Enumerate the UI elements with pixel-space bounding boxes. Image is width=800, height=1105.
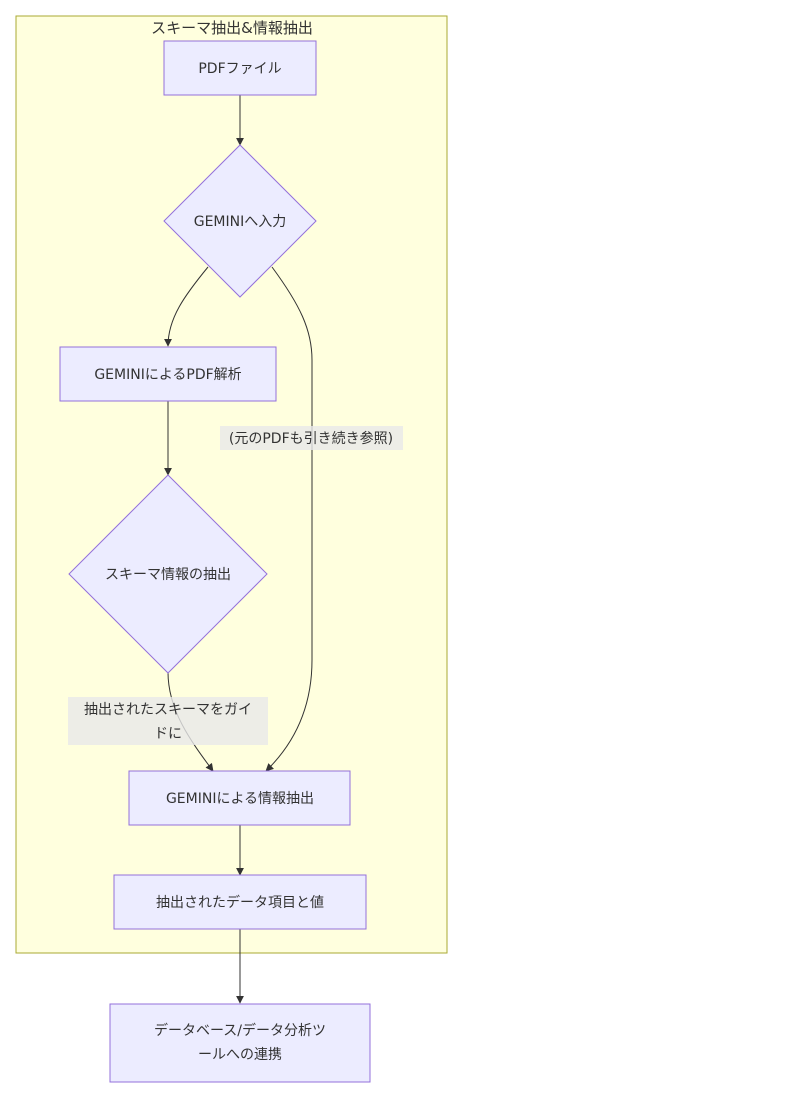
node-label: GEMINIによるPDF解析 — [94, 367, 241, 383]
node-label-line-1: データベース/データ分析ツ — [154, 1022, 326, 1039]
edge-label-text-line-1: 抽出されたスキーマをガイ — [84, 702, 252, 718]
node-label: スキーマ情報の抽出 — [105, 567, 231, 583]
edge-label-background — [68, 697, 268, 745]
node-pdf-file: PDFファイル — [163, 40, 317, 96]
node-gemini-info-extract: GEMINIによる情報抽出 — [128, 770, 351, 826]
decision-diamond — [163, 144, 317, 298]
node-box — [113, 874, 367, 930]
edges — [164, 95, 313, 1004]
decision-diamond — [68, 474, 268, 674]
cluster-title: スキーマ抽出&情報抽出 — [151, 19, 313, 37]
node-schema-extract: スキーマ情報の抽出 — [68, 474, 268, 674]
node-gemini-pdf-parse: GEMINIによるPDF解析 — [59, 346, 277, 402]
node-box — [109, 1003, 371, 1083]
node-db-integration: データベース/データ分析ツ ールへの連携 — [109, 1003, 371, 1083]
node-label: 抽出されたデータ項目と値 — [156, 894, 324, 911]
edge-label-original-pdf: (元のPDFも引き続き参照) — [220, 426, 403, 450]
edge-label-text-line-2: ドに — [154, 726, 182, 742]
edge-input-to-info-extract — [265, 266, 313, 772]
node-label-line-2: ールへの連携 — [198, 1047, 282, 1063]
node-label: GEMINIへ入力 — [194, 214, 287, 230]
node-box — [163, 40, 317, 96]
node-box — [128, 770, 351, 826]
node-label: GEMINIによる情報抽出 — [166, 791, 314, 807]
node-extracted-items: 抽出されたデータ項目と値 — [113, 874, 367, 930]
edge-label-background — [220, 426, 403, 450]
node-gemini-input: GEMINIへ入力 — [163, 144, 317, 298]
node-label: PDFファイル — [198, 61, 281, 77]
node-box — [59, 346, 277, 402]
edge-label-schema-guide: 抽出されたスキーマをガイ ドに — [68, 697, 268, 745]
edge-input-to-parse — [164, 266, 209, 347]
edge-label-text: (元のPDFも引き続き参照) — [229, 430, 393, 447]
